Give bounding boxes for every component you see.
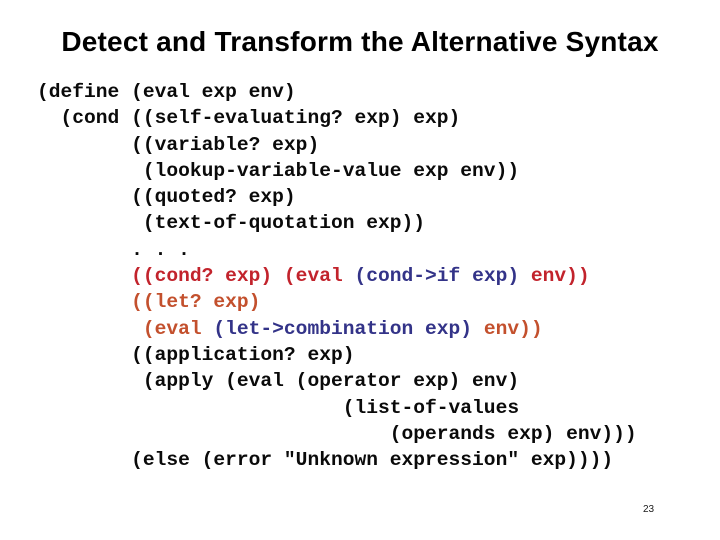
code-line: ((variable? exp)	[37, 132, 637, 158]
code-segment: ((variable? exp)	[37, 133, 320, 156]
code-segment: (let->combination exp)	[213, 317, 473, 340]
code-segment: (cond ((self-evaluating? exp) exp)	[37, 107, 461, 130]
code-line: (apply (eval (operator exp) env)	[37, 368, 637, 394]
code-line: ((let? exp)	[37, 289, 637, 315]
code-segment: (operands exp) env)))	[37, 422, 637, 445]
code-line: . . .	[37, 237, 637, 263]
code-line: (else (error "Unknown expression" exp)))…	[37, 447, 637, 473]
code-line: (eval (let->combination exp) env))	[37, 316, 637, 342]
slide-title: Detect and Transform the Alternative Syn…	[61, 26, 659, 57]
code-line: (text-of-quotation exp))	[37, 210, 637, 236]
code-segment: ((let? exp)	[37, 291, 261, 314]
code-line: (cond ((self-evaluating? exp) exp)	[37, 105, 637, 131]
code-segment: (list-of-values	[37, 396, 520, 419]
code-segment: env))	[472, 317, 543, 340]
code-segment: (apply (eval (operator exp) env)	[37, 370, 520, 393]
code-line: (list-of-values	[37, 395, 637, 421]
code-segment: (text-of-quotation exp))	[37, 212, 426, 235]
code-segment: (else (error "Unknown expression" exp)))…	[37, 449, 614, 472]
code-line: (operands exp) env)))	[37, 421, 637, 447]
code-line: ((quoted? exp)	[37, 184, 637, 210]
code-segment: (eval	[37, 317, 214, 340]
code-segment: ((application? exp)	[37, 343, 355, 366]
code-segment: (define (eval exp env)	[37, 81, 296, 103]
code-line: ((application? exp)	[37, 342, 637, 368]
code-segment: (lookup-variable-value exp env))	[37, 159, 520, 182]
code-line: (lookup-variable-value exp env))	[37, 158, 637, 184]
code-line: (define (eval exp env)	[37, 79, 637, 105]
code-line: ((cond? exp) (eval (cond->if exp) env))	[37, 263, 637, 289]
code-segment: ((quoted? exp)	[37, 186, 296, 209]
page-number: 23	[643, 504, 655, 515]
code-segment: (cond->if exp)	[354, 265, 520, 288]
code-segment: env))	[519, 265, 590, 288]
code-segment: . . .	[37, 238, 190, 261]
code-segment: ((cond? exp) (eval	[37, 265, 355, 288]
code-block: (define (eval exp env) (cond ((self-eval…	[37, 79, 637, 473]
